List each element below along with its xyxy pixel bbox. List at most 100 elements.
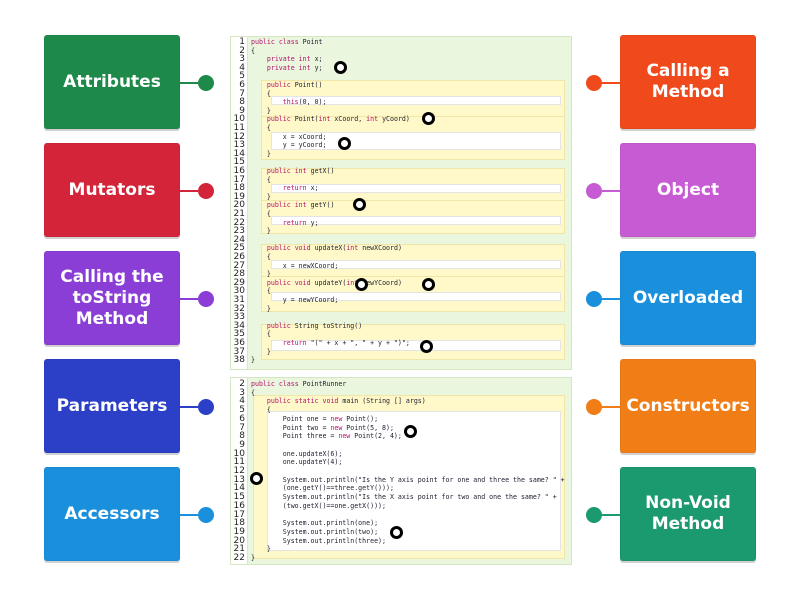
- line-number: 32: [233, 303, 245, 314]
- code-text: System.out.println("Is the X axis point …: [251, 493, 557, 502]
- tile-calling-a-method[interactable]: Calling a Method: [620, 35, 756, 129]
- connector-dot[interactable]: [198, 291, 214, 307]
- code-text: {: [251, 46, 255, 55]
- code-text: {: [251, 124, 271, 132]
- drop-slot-mutator-param[interactable]: [355, 278, 368, 291]
- line-number: 21: [233, 209, 245, 219]
- tile-object[interactable]: Object: [620, 143, 756, 237]
- code-line: 11 one.updateY(4);: [231, 458, 567, 467]
- line-number: 23: [233, 226, 245, 237]
- code-line: 17 {: [231, 175, 567, 184]
- code-text: public class PointRunner: [251, 380, 347, 388]
- tile-constructors[interactable]: Constructors: [620, 359, 756, 453]
- code-line: 15 System.out.println("Is the X axis poi…: [231, 492, 567, 503]
- tile-attributes[interactable]: Attributes: [44, 35, 180, 129]
- connector-line: [602, 514, 620, 516]
- code-block-inner: [271, 260, 561, 269]
- line-number: 7: [239, 88, 245, 99]
- drop-slot-parameters[interactable]: [338, 137, 351, 150]
- drop-slot-tostring[interactable]: [420, 340, 433, 353]
- connector-dot[interactable]: [586, 291, 602, 307]
- code-text: {: [251, 89, 271, 98]
- line-number: 10: [233, 114, 245, 125]
- code-line: 3{: [231, 388, 567, 397]
- tile-parameters[interactable]: Parameters: [44, 359, 180, 453]
- code-line: 21 {: [231, 209, 567, 219]
- drop-slot-attributes[interactable]: [334, 61, 347, 74]
- tile-label: Accessors: [64, 503, 160, 524]
- code-line: 34 public String toString(): [231, 320, 567, 331]
- connector-dot[interactable]: [586, 507, 602, 523]
- tile-overloaded[interactable]: Overloaded: [620, 251, 756, 345]
- code-line: 10 one.updateX(6);: [231, 449, 567, 458]
- line-number: 34: [233, 320, 245, 331]
- code-text: this(0, 0);: [282, 98, 327, 107]
- code-line: 29 public void updateY(int newYCoord): [231, 278, 567, 287]
- connector-line: [602, 298, 620, 300]
- line-number: 6: [239, 80, 245, 90]
- tile-label: Object: [656, 179, 720, 200]
- tile-non-void-method[interactable]: Non-Void Method: [620, 467, 756, 561]
- line-number: 17: [233, 509, 245, 520]
- line-number: 24: [233, 234, 245, 245]
- drop-slot-constructor[interactable]: [422, 112, 435, 125]
- code-line: 13 System.out.println("Is the Y axis poi…: [231, 475, 567, 484]
- tile-label: Calling the toString Method: [60, 266, 164, 329]
- code-text: x = newXCoord;: [251, 261, 339, 270]
- code-text: }: [251, 554, 255, 562]
- code-text: (one.getY()==three.getY()));: [251, 484, 394, 493]
- code-text: {: [251, 253, 271, 261]
- line-number: 5: [239, 405, 245, 416]
- code-line: 31 y = newYCoord;: [231, 296, 567, 305]
- code-line: 6 Point one = new Point();: [231, 414, 567, 423]
- line-number: 3: [239, 54, 245, 65]
- connector-line: [180, 190, 198, 192]
- line-number: 4: [239, 62, 245, 73]
- code-line: 21 }: [231, 545, 567, 554]
- line-number: 12: [233, 131, 245, 142]
- line-number: 19: [233, 191, 245, 202]
- code-line: 18 System.out.println(one);: [231, 519, 567, 528]
- line-number: 14: [233, 148, 245, 159]
- tile-calling-tostring[interactable]: Calling the toString Method: [44, 251, 180, 345]
- code-text: public Point(int xCoord, int yCoord): [266, 115, 410, 124]
- connector-line: [602, 82, 620, 84]
- code-line: 24: [231, 234, 567, 245]
- tile-label: Overloaded: [632, 287, 744, 308]
- drop-slot-calling-method[interactable]: [250, 472, 263, 485]
- tile-accessors[interactable]: Accessors: [44, 467, 180, 561]
- drop-slot-mutator[interactable]: [422, 278, 435, 291]
- line-number: 15: [233, 492, 245, 503]
- tile-mutators[interactable]: Mutators: [44, 143, 180, 237]
- connector-dot[interactable]: [586, 75, 602, 91]
- connector-dot[interactable]: [198, 507, 214, 523]
- line-number: 22: [233, 553, 245, 563]
- connector-dot[interactable]: [586, 399, 602, 415]
- drop-slot-accessor[interactable]: [353, 198, 366, 211]
- drop-slot-tostring-call[interactable]: [390, 526, 403, 539]
- connector-dot[interactable]: [198, 183, 214, 199]
- connector-line: [180, 82, 198, 84]
- connector-dot[interactable]: [198, 75, 214, 91]
- code-line: 22}: [231, 553, 567, 563]
- code-text: {: [251, 388, 255, 397]
- code-text: {: [251, 330, 271, 339]
- connector-line: [602, 406, 620, 408]
- code-text: }: [251, 149, 271, 158]
- code-line: 11 {: [231, 123, 567, 133]
- connector-dot[interactable]: [198, 399, 214, 415]
- line-number: 22: [233, 217, 245, 228]
- code-line: 12: [231, 467, 567, 476]
- line-number: 11: [233, 123, 245, 133]
- code-line: 20 System.out.println(three);: [231, 536, 567, 545]
- connector-dot[interactable]: [586, 183, 602, 199]
- code-text: x = xCoord;: [251, 132, 327, 141]
- code-text: Point one = new Point();: [251, 414, 379, 423]
- code-text: {: [251, 287, 271, 296]
- drop-slot-object[interactable]: [404, 425, 417, 438]
- line-number: 8: [239, 431, 245, 442]
- tile-label: Non-Void Method: [645, 493, 731, 534]
- code-line: 14 (one.getY()==three.getY()));: [231, 484, 567, 493]
- tile-label: Attributes: [63, 71, 161, 92]
